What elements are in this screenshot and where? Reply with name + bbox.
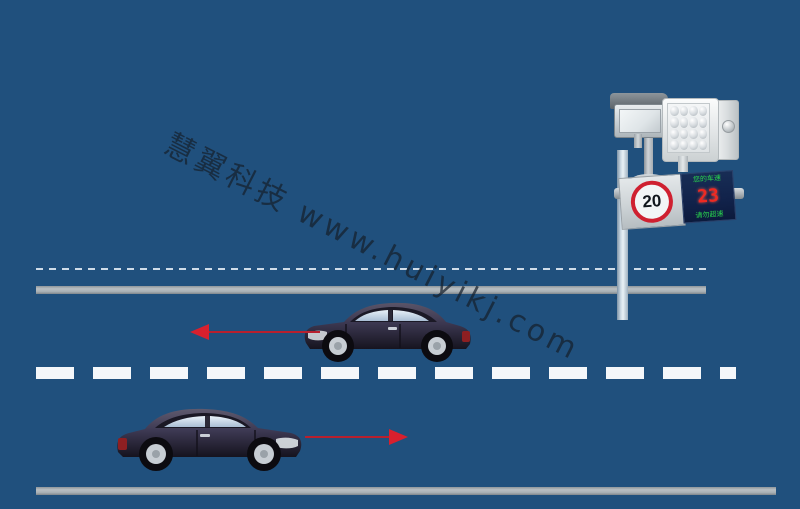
led-dot [670, 128, 679, 139]
illuminator-stem [678, 156, 688, 172]
speed-limit-plate: 20 [618, 173, 686, 230]
arrow-right-shaft [305, 436, 391, 438]
led-dot [679, 128, 688, 139]
roadside-pole [617, 150, 628, 320]
speed-feedback-sign: 20 您的车速 23 请勿超速 [618, 170, 737, 230]
led-dot [679, 106, 688, 117]
led-illuminator-icon [662, 98, 740, 172]
led-dot [679, 139, 688, 150]
speed-enforcement-gantry: 20 您的车速 23 请勿超速 [600, 88, 750, 320]
led-dot [670, 117, 679, 128]
car-top [304, 302, 471, 362]
arrow-left-shaft [207, 331, 320, 333]
led-dot [689, 128, 698, 139]
display-top-text: 您的车速 [692, 173, 722, 184]
speed-limit-value: 20 [629, 179, 675, 225]
car-bottom [117, 408, 302, 471]
display-bottom-text: 请勿超速 [695, 209, 724, 220]
arrow-right-head-icon [389, 429, 408, 445]
led-dot [679, 117, 688, 128]
illuminator-adjust-knob [722, 120, 735, 133]
camera-stalk [634, 134, 642, 148]
arrow-left-head-icon [190, 324, 209, 340]
led-dot [689, 139, 698, 150]
led-dot [689, 117, 698, 128]
led-dot [670, 106, 679, 117]
illuminator-led-array [667, 103, 710, 153]
camera-mast [644, 136, 653, 180]
road-bottom-shoulder [36, 487, 776, 495]
led-dot [698, 139, 707, 150]
led-dot [698, 128, 707, 139]
display-current-speed: 23 [696, 185, 720, 208]
speed-display-panel: 您的车速 23 请勿超速 [680, 170, 737, 224]
led-dot [670, 139, 679, 150]
road-top-shoulder [36, 286, 706, 294]
led-dot [689, 106, 698, 117]
camera-lens [619, 109, 661, 133]
road-lane-divider [36, 367, 736, 379]
led-dot [698, 117, 707, 128]
led-dot [698, 106, 707, 117]
road-top-dashed-edge [36, 268, 706, 270]
